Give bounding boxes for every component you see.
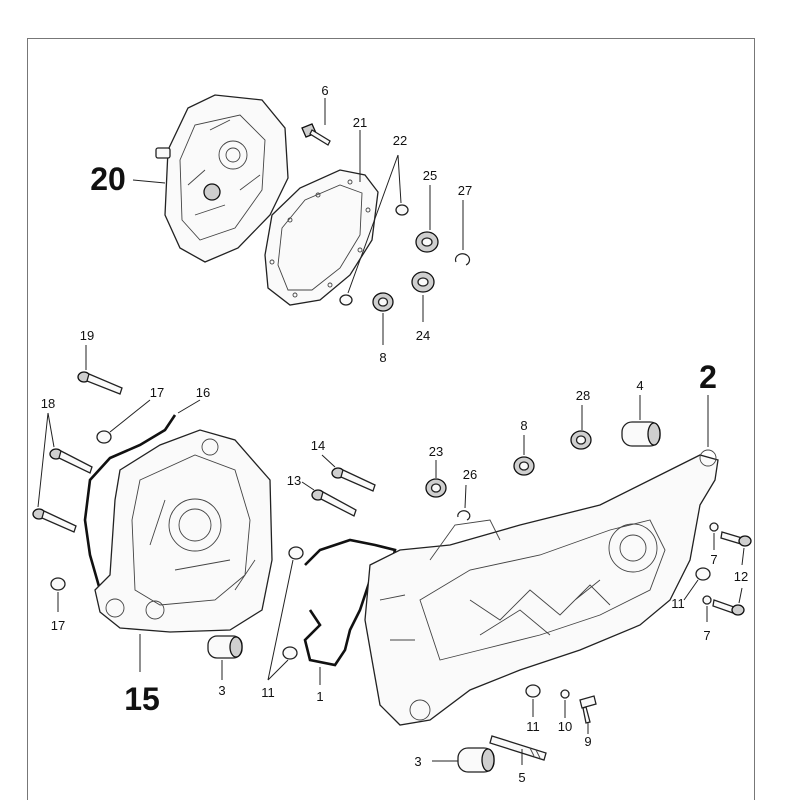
part-12-bolts [712,531,752,616]
part-26-circlip [457,510,471,521]
part-3-bushing-bottom [457,747,495,773]
part-28-seal [570,430,592,450]
callout-7-lower: 7 [703,628,710,643]
callout-23: 23 [429,444,443,459]
part-5-shaft [489,735,547,761]
part-15-left-crankcase [94,429,273,633]
part-8-seal-upper [372,292,394,312]
callout-3-left: 3 [218,683,225,698]
part-22-dowels [339,204,409,306]
callout-8-upper: 8 [379,350,386,365]
part-21-gasket [264,169,379,306]
part-27-circlip [454,253,471,266]
part-24-bearing [411,271,435,293]
part-18-bolts [32,448,93,533]
callout-10: 10 [558,719,572,734]
callout-1: 1 [316,689,323,704]
callout-25: 25 [423,168,437,183]
callout-11-center: 11 [261,685,275,700]
part-11-dowels-center [282,546,304,660]
part-25-bearing [415,231,439,253]
part-13-bolt [311,489,357,517]
callout-19: 19 [80,328,94,343]
callout-20: 20 [90,161,126,197]
callout-21: 21 [353,115,367,130]
callout-4: 4 [636,378,643,393]
callout-28: 28 [576,388,590,403]
part-11-dowel-right [695,567,711,581]
part-14-bolt [331,467,376,492]
callout-26: 26 [463,467,477,482]
part-10-washer [560,689,570,699]
callout-labels: 20 6 21 22 25 27 8 24 19 17 16 18 17 15 … [41,83,748,785]
callout-13: 13 [287,473,301,488]
callout-3-bottom: 3 [414,754,421,769]
part-8-seal-right [513,456,535,476]
callout-9: 9 [584,734,591,749]
callout-24: 24 [416,328,430,343]
callout-17-lower: 17 [51,618,65,633]
callout-11-bottom: 11 [526,719,540,734]
callout-18: 18 [41,396,55,411]
callout-5: 5 [518,770,525,785]
callout-27: 27 [458,183,472,198]
part-7-washers [702,522,719,605]
part-20-cover [155,94,289,263]
callout-2: 2 [699,359,717,395]
callout-8-right: 8 [520,418,527,433]
part-9-screw [579,695,597,724]
part-17-dowels [50,430,112,591]
callout-6: 6 [321,83,328,98]
part-23-seal [425,478,447,498]
callout-22: 22 [393,133,407,148]
callout-14: 14 [311,438,325,453]
part-1-gasket [303,538,397,667]
callout-17-upper: 17 [150,385,164,400]
part-3-bushing-left [207,635,243,659]
callout-7-upper: 7 [710,552,717,567]
part-4-bushing [621,421,661,447]
part-11-dowel-bottom [525,684,541,698]
part-6-screw [301,123,331,146]
callout-12: 12 [734,569,748,584]
part-19-bolt [77,371,123,395]
callout-15: 15 [124,681,160,717]
part-16-gasket [83,414,177,606]
callout-11-right: 11 [671,596,685,611]
part-2-right-crankcase [364,449,719,726]
callout-16: 16 [196,385,210,400]
